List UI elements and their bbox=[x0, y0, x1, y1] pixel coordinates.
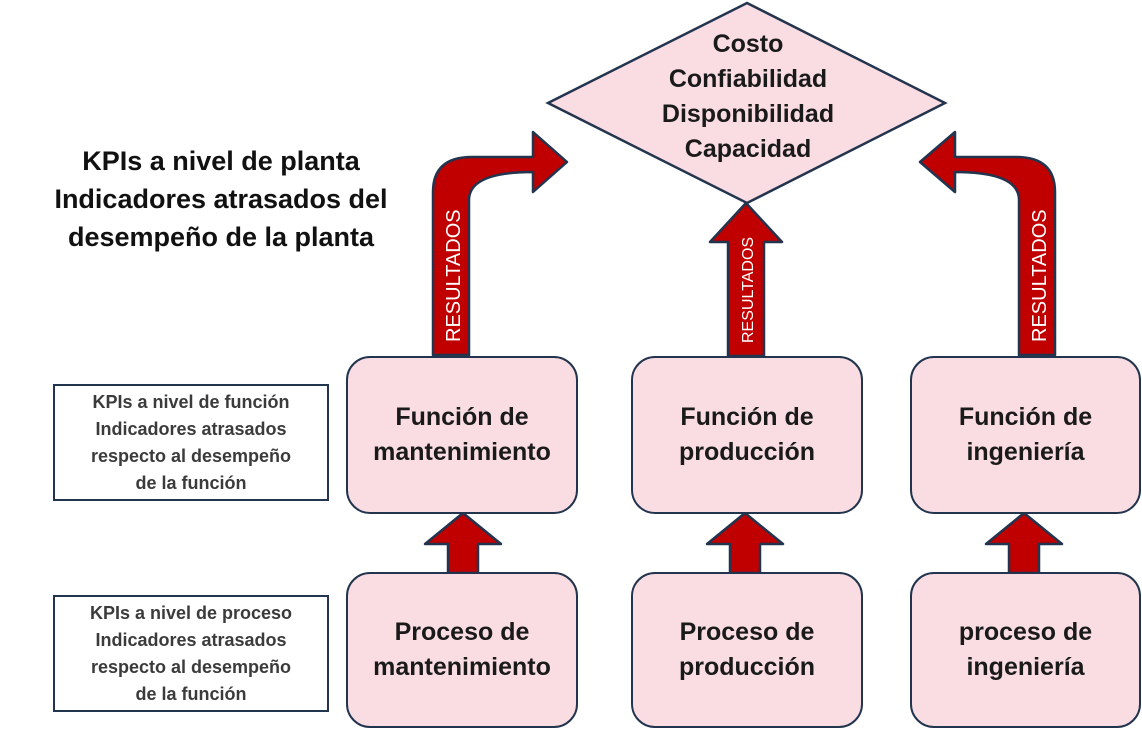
function-box-maintenance: Función de mantenimiento bbox=[346, 356, 578, 514]
results-arrow-left bbox=[431, 130, 569, 357]
process-box-line: mantenimiento bbox=[373, 653, 551, 681]
plant-kpi-list: Costo Confiabilidad Disponibilidad Capac… bbox=[548, 27, 948, 167]
process-box-line: proceso de bbox=[958, 618, 1093, 646]
results-arrow-middle bbox=[708, 201, 784, 358]
results-label-left: RESULTADOS bbox=[443, 209, 465, 342]
plant-level-title: KPIs a nivel de planta Indicadores atras… bbox=[25, 142, 417, 256]
kpi-cost: Costo bbox=[712, 30, 784, 58]
results-arrow-right bbox=[918, 130, 1057, 357]
kpi-reliability: Confiabilidad bbox=[668, 65, 828, 93]
process-label-line: KPIs a nivel de proceso bbox=[89, 602, 293, 623]
function-box-line: Función de bbox=[958, 403, 1093, 431]
up-arrow-maintenance bbox=[423, 511, 503, 575]
process-box-line: Proceso de bbox=[679, 618, 815, 646]
process-label-line: de la función bbox=[135, 683, 247, 704]
function-box-line: producción bbox=[678, 438, 816, 466]
function-box-line: ingeniería bbox=[966, 438, 1085, 466]
function-label-line: de la función bbox=[135, 472, 247, 493]
function-label-line: respecto al desempeño bbox=[90, 445, 292, 466]
up-arrow-production bbox=[705, 511, 785, 575]
process-box-line: producción bbox=[678, 653, 816, 681]
process-box-production: Proceso de producción bbox=[631, 572, 863, 728]
process-box-line: Proceso de bbox=[394, 618, 530, 646]
plant-title-line: desempeño de la planta bbox=[67, 222, 375, 252]
plant-title-line: Indicadores atrasados del bbox=[54, 184, 388, 214]
function-label-line: Indicadores atrasados bbox=[95, 418, 287, 439]
function-level-label: KPIs a nivel de función Indicadores atra… bbox=[53, 384, 329, 501]
function-label-line: KPIs a nivel de función bbox=[92, 391, 290, 412]
process-label-line: respecto al desempeño bbox=[90, 656, 292, 677]
function-box-line: Función de bbox=[395, 403, 529, 431]
function-box-engineering: Función de ingeniería bbox=[910, 356, 1141, 514]
plant-title-line: KPIs a nivel de planta bbox=[82, 146, 360, 176]
kpi-capacity: Capacidad bbox=[684, 135, 812, 163]
kpi-availability: Disponibilidad bbox=[661, 100, 835, 128]
results-label-right: RESULTADOS bbox=[1029, 209, 1051, 342]
process-level-label: KPIs a nivel de proceso Indicadores atra… bbox=[53, 595, 329, 712]
results-label-middle: RESULTADOS bbox=[740, 237, 757, 343]
process-box-maintenance: Proceso de mantenimiento bbox=[346, 572, 578, 728]
process-box-engineering: proceso de ingeniería bbox=[910, 572, 1141, 728]
process-label-line: Indicadores atrasados bbox=[95, 629, 287, 650]
process-box-line: ingeniería bbox=[966, 653, 1085, 681]
function-box-production: Función de producción bbox=[631, 356, 863, 514]
function-box-line: Función de bbox=[680, 403, 814, 431]
up-arrow-engineering bbox=[984, 511, 1064, 575]
function-box-line: mantenimiento bbox=[373, 438, 551, 466]
